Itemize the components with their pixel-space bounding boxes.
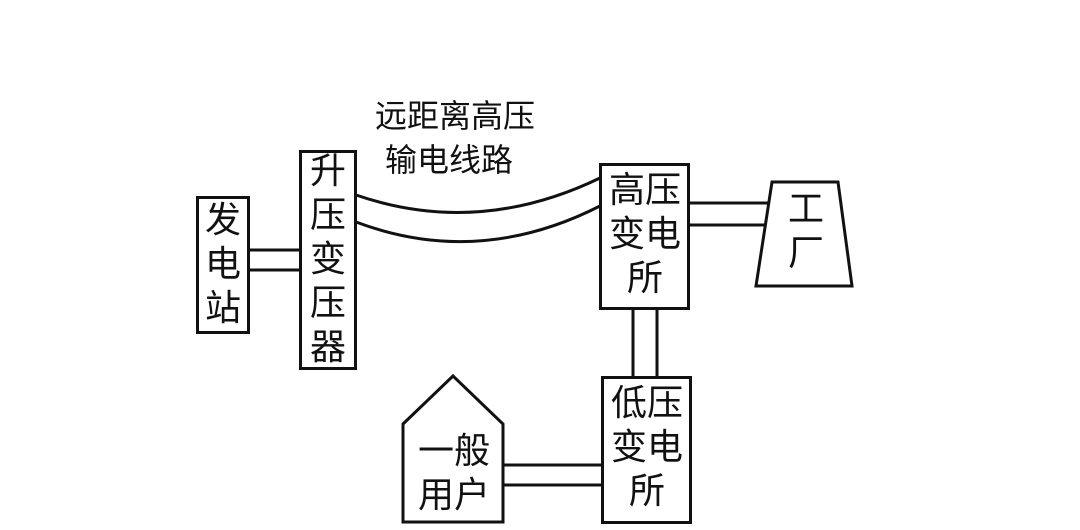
high-voltage-substation-box — [599, 163, 690, 310]
transmission-line-caption-line1: 远距离高压 — [375, 97, 536, 135]
house-shape — [401, 373, 505, 524]
step-up-transformer-box — [299, 150, 357, 370]
transmission-line-upper — [355, 176, 601, 214]
low-voltage-substation-label: 低压变电所 — [610, 383, 683, 512]
factory-shape — [754, 180, 854, 288]
low-voltage-substation-box — [601, 376, 692, 524]
step-up-transformer-label: 升压变压器 — [309, 151, 346, 368]
factory-label: 工厂 — [787, 189, 824, 274]
general-users-label: 一般用户 — [417, 431, 490, 516]
power-station-label: 发电站 — [204, 200, 241, 329]
transmission-line-lower — [355, 204, 601, 244]
transmission-line-caption-line2: 输电线路 — [385, 141, 514, 179]
power-station-box — [196, 196, 250, 334]
high-voltage-substation-label: 高压变电所 — [608, 170, 681, 299]
